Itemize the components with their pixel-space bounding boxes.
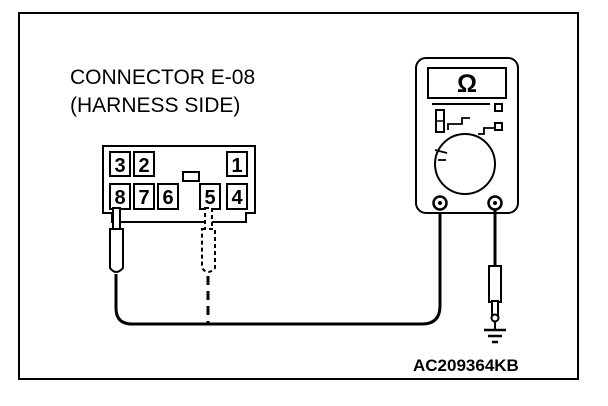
connector-lock-tab [182,171,200,182]
ohm-symbol-icon: Ω [457,70,477,98]
pin-label-1: 1 [231,155,242,177]
selector-markings-right [478,127,494,135]
probe-handle-pin-8 [109,228,124,273]
function-button-2 [494,122,503,131]
probe-tip-pin-5 [204,207,213,231]
cavity-4 [226,183,248,210]
probe-tip-pin-8 [112,207,121,231]
pin-label-5: 5 [204,187,215,209]
rotary-dial-knob [434,133,496,195]
diagram-border [18,12,579,380]
pin-label-2: 2 [138,155,149,177]
pin-label-4: 4 [231,187,243,209]
probe-tip-ground [491,300,499,316]
figure-code: AC209364KB [413,356,519,375]
function-button-1 [494,103,503,112]
v-ohm-jack-center [493,201,497,205]
cavity-3 [109,151,131,177]
probe-tip-ball [490,313,500,323]
connector-e08: 3 2 1 8 7 6 5 4 [102,145,256,223]
cavity-1 [226,151,248,177]
probe-pin-5-dashed [201,207,216,324]
cavity-2 [133,151,155,177]
cavity-6 [157,183,179,210]
pin-label-3: 3 [114,155,125,177]
multimeter: Ω [415,57,519,214]
pin-label-8: 8 [114,187,125,209]
pin-label-6: 6 [162,187,173,209]
cavity-7 [133,183,155,210]
connector-subtitle: (HARNESS SIDE) [70,94,241,117]
probe-handle-ground [488,265,502,303]
connector-title: CONNECTOR E-08 [70,66,256,89]
probe-pin-8 [109,207,124,273]
com-jack-center [438,201,442,205]
probe-handle-pin-5 [201,228,216,273]
multimeter-display [427,67,507,99]
test-lead-black [114,209,442,326]
pin-label-7: 7 [138,187,149,209]
ground-probe [484,209,506,344]
dial-pointer [434,149,448,154]
selector-markings [447,117,470,130]
